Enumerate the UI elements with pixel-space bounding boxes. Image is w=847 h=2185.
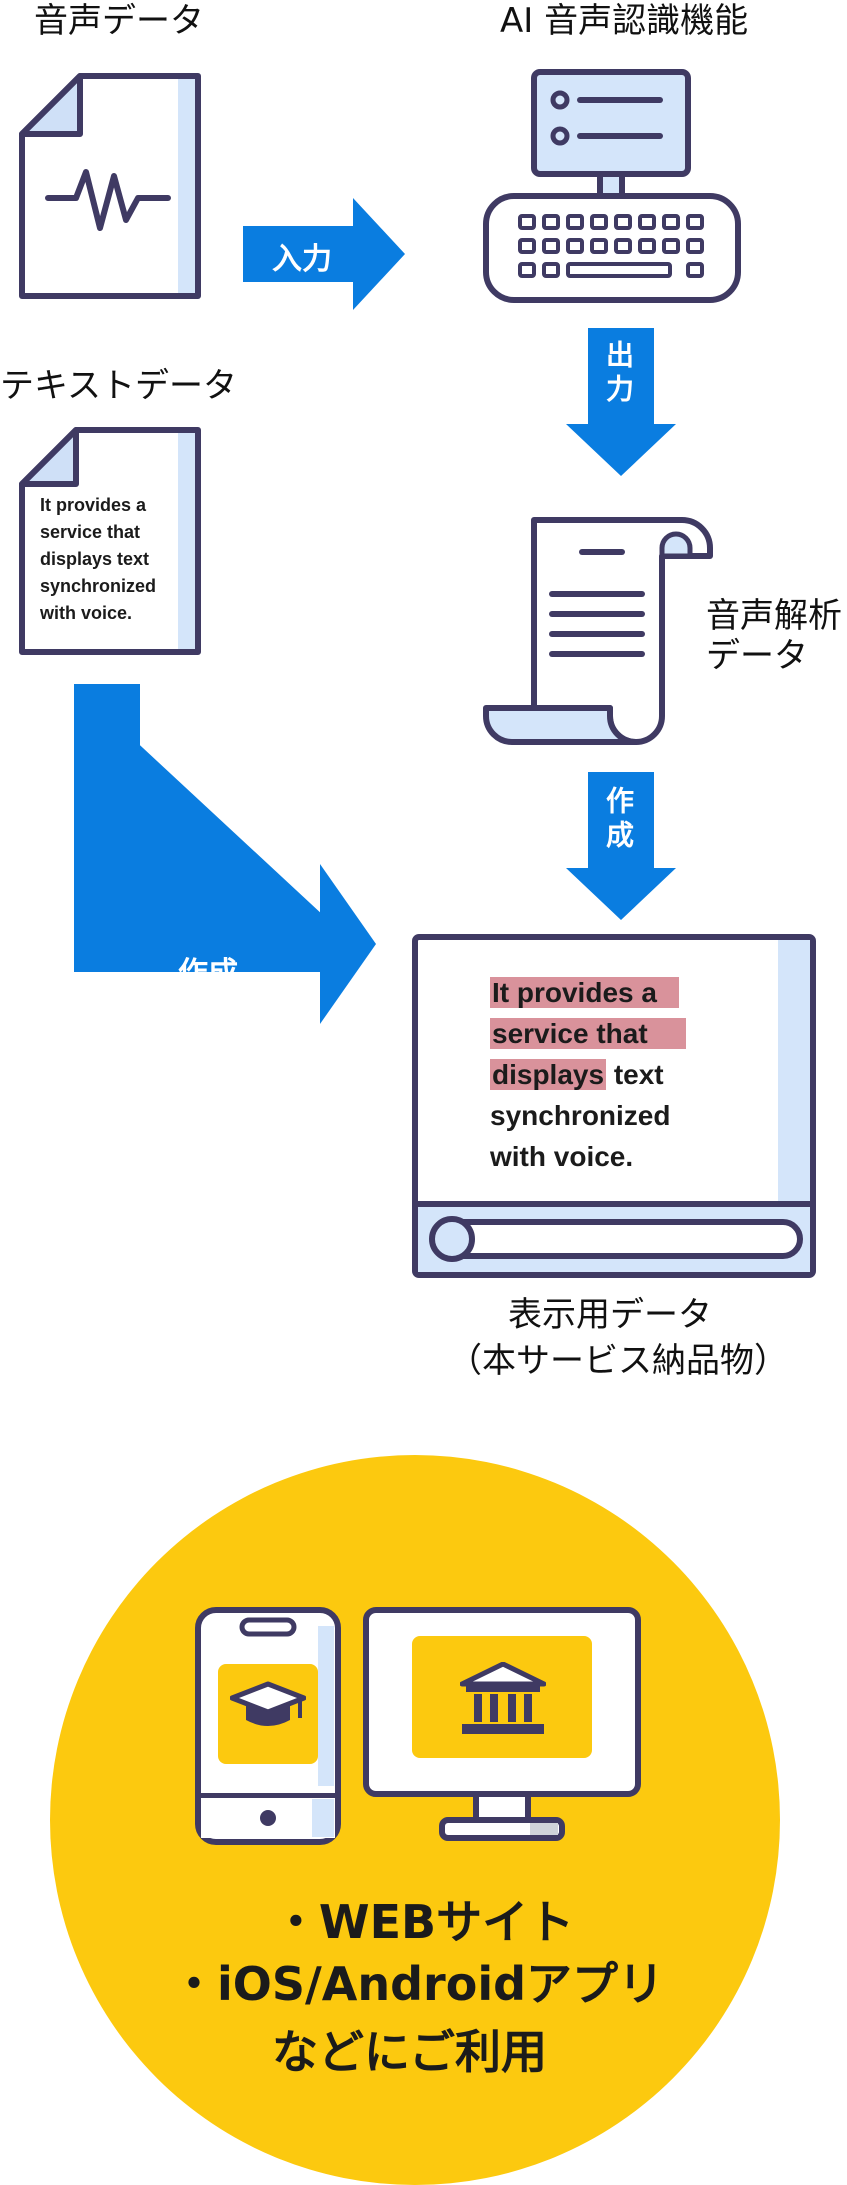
usage-apps: ・iOS/Androidアプリ [170,1957,665,2011]
output-arrow [566,328,676,476]
synced-line-3-rest: text [606,1059,664,1090]
create-elbow-arrow-label: 作成 [178,956,238,991]
text-data-label: テキストデータ [0,366,237,406]
display-data-label: 表示用データ [508,1295,712,1335]
scroll-document-icon [483,517,713,745]
graduation-cap-icon [230,1681,306,1726]
create-down-arrow-label: 作成 [602,786,635,854]
synced-line-5: with voice. [490,1141,634,1172]
create-elbow-arrow [74,684,376,1024]
usage-note: などにご利用 [271,2025,548,2079]
synced-line-1: It provides a [490,977,679,1008]
text-file-content: It provides a service that displays text… [40,492,156,627]
analysis-data-label: 音声解析 データ [706,596,842,676]
synced-line-3-highlight: displays [490,1059,607,1090]
text-file-line: service that [40,522,141,542]
deliverable-label: （本サービス納品物） [448,1341,788,1381]
monitor-icon [363,1607,641,1841]
display-text: It provides a service that displays text… [490,972,686,1177]
text-file-line: displays text [40,549,150,569]
input-arrow-label: 入力 [272,242,332,277]
institution-icon [460,1662,546,1734]
computer-icon [483,69,741,303]
analysis-label-line1: 音声解析 [706,596,842,636]
synced-line-4: synchronized [490,1100,671,1131]
audio-data-label: 音声データ [34,1,204,41]
synced-line-2: service that [490,1018,686,1049]
usage-web: ・WEBサイト [272,1895,575,1949]
audio-file-icon [19,73,201,299]
text-file-line: synchronized [40,576,157,596]
create-down-arrow [566,772,676,920]
text-file-line: It provides a [40,495,147,515]
input-arrow [243,198,405,310]
ai-engine-label: AI 音声認識機能 [500,1,749,41]
text-file-line: with voice. [40,603,133,623]
text-file-icon [19,427,201,655]
output-arrow-label: 出力 [602,340,635,408]
analysis-label-line2: データ [706,636,808,676]
